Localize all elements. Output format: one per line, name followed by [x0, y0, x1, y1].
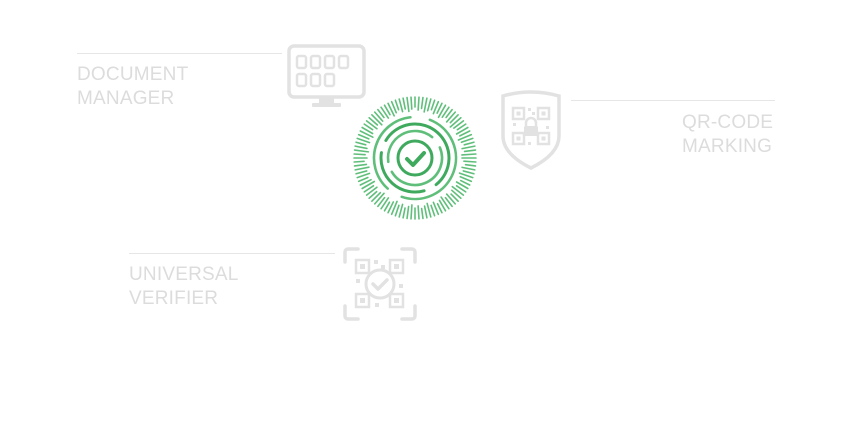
monitor-grid-icon [287, 44, 367, 110]
document-manager-label-line1: DOCUMENT [77, 64, 189, 85]
qr-scan-check-icon [342, 246, 418, 322]
universal-verifier-label-line1: UNIVERSAL [129, 264, 239, 285]
document-manager-label-line2: MANAGER [77, 88, 175, 109]
universal-verifier-label: UNIVERSAL VERIFIER [129, 263, 239, 311]
qr-code-marking-label: QR-CODE MARKING [682, 111, 773, 159]
qr-code-marking-label-line1: QR-CODE [682, 112, 774, 133]
qr-code-marking-divider [571, 100, 775, 101]
universal-verifier-divider [129, 253, 335, 254]
document-manager-divider [77, 53, 282, 54]
qr-code-marking-label-line2: MARKING [682, 136, 773, 157]
universal-verifier-label-line2: VERIFIER [129, 288, 219, 309]
shield-qr-lock-icon [497, 90, 565, 170]
document-manager-label: DOCUMENT MANAGER [77, 63, 188, 111]
fingerprint-check-icon [352, 95, 478, 221]
